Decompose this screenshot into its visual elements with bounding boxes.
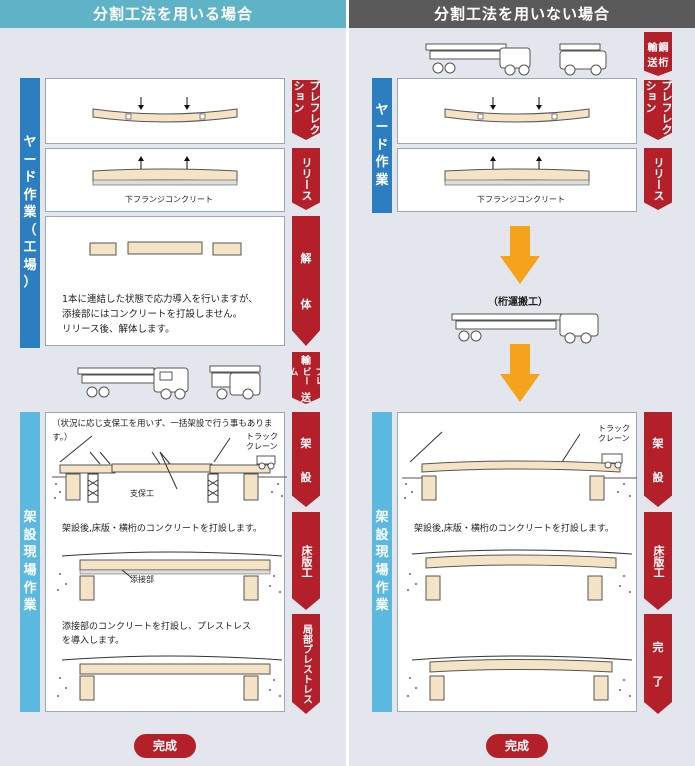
right-step-preflexion: プレフレクション bbox=[644, 80, 672, 140]
right-release-beam bbox=[444, 156, 590, 186]
right-preflexion-beam bbox=[444, 97, 590, 123]
left-yard-label: ヤード作業（工場） bbox=[20, 78, 40, 348]
left-disassembly-box bbox=[45, 216, 285, 346]
right-complete-diagram bbox=[407, 655, 633, 701]
right-carry-label: （桁運搬工） bbox=[488, 297, 548, 308]
left-disassembly-note: 1本に連結した状態で応力導入を行いますが、 添接部にはコンクリートを打設しません… bbox=[62, 294, 258, 336]
left-step-disassembly: 解体 bbox=[292, 216, 320, 346]
left-header: 分割工法を用いる場合 bbox=[0, 0, 346, 28]
left-step-erection: 架設 bbox=[292, 412, 320, 507]
left-done-badge: 完成 bbox=[134, 734, 196, 758]
right-step-deck: 床版工 bbox=[644, 512, 672, 610]
left-step-release: リリース bbox=[292, 148, 320, 210]
left-prestress-note: 添接部のコンクリートを打設し、プレストレス を導入します。 bbox=[62, 622, 252, 647]
left-transport-trucks bbox=[77, 365, 261, 400]
left-erection-note: （状況に応じ支保工を用いず、一括架設で行う事もあります。） bbox=[52, 419, 273, 443]
left-prestress-diagram bbox=[57, 655, 283, 701]
right-yard-label: ヤード作業 bbox=[372, 78, 392, 213]
left-truck-crane-label: トラック クレーン bbox=[246, 432, 278, 451]
left-flange-label: 下フランジコンクリート bbox=[125, 195, 213, 204]
right-step-complete: 完了 bbox=[644, 614, 672, 714]
right-arrow-down-2 bbox=[500, 344, 540, 402]
right-carry-truck bbox=[451, 313, 599, 344]
right-deck-diagram bbox=[407, 549, 633, 601]
right-step-release: リリース bbox=[644, 148, 672, 210]
right-preflexion-box bbox=[397, 78, 637, 144]
left-step-preflexion: プレフレクション bbox=[292, 80, 320, 140]
left-release-beam bbox=[92, 156, 238, 186]
right-done-badge: 完成 bbox=[486, 734, 548, 758]
left-step-deck: 床版工 bbox=[292, 512, 320, 610]
right-step-erection: 架設 bbox=[644, 412, 672, 507]
left-erection-diagram bbox=[52, 435, 287, 503]
left-disassembly-pieces bbox=[89, 241, 242, 256]
left-step-local: 局部プレストレス bbox=[292, 614, 320, 714]
right-flange-label: 下フランジコンクリート bbox=[477, 195, 565, 204]
right-site-label: 架設現場作業 bbox=[372, 412, 392, 712]
left-deck-note: 架設後,床版・横桁のコンクリートを打設します。 bbox=[62, 524, 262, 534]
right-erection-diagram bbox=[402, 431, 637, 501]
left-preflexion-box bbox=[45, 78, 285, 144]
left-step-transport: 輸プレビーム送 bbox=[292, 352, 320, 404]
left-support-label: 支保工 bbox=[130, 489, 154, 498]
right-truck-crane-label: トラック クレーン bbox=[598, 424, 630, 443]
right-arrow-down-1 bbox=[500, 226, 540, 284]
right-header: 分割工法を用いない場合 bbox=[349, 0, 695, 28]
right-step-transport: 輸送鋼桁 bbox=[644, 32, 672, 76]
right-deck-note: 架設後,床版・横桁のコンクリートを打設します。 bbox=[414, 524, 614, 534]
right-transport-trucks bbox=[425, 43, 607, 76]
left-preflexion-beam bbox=[92, 97, 238, 123]
left-deck-diagram bbox=[57, 551, 283, 601]
left-joint-label: 添接部 bbox=[130, 575, 154, 584]
left-site-label: 架設現場作業 bbox=[20, 412, 40, 712]
